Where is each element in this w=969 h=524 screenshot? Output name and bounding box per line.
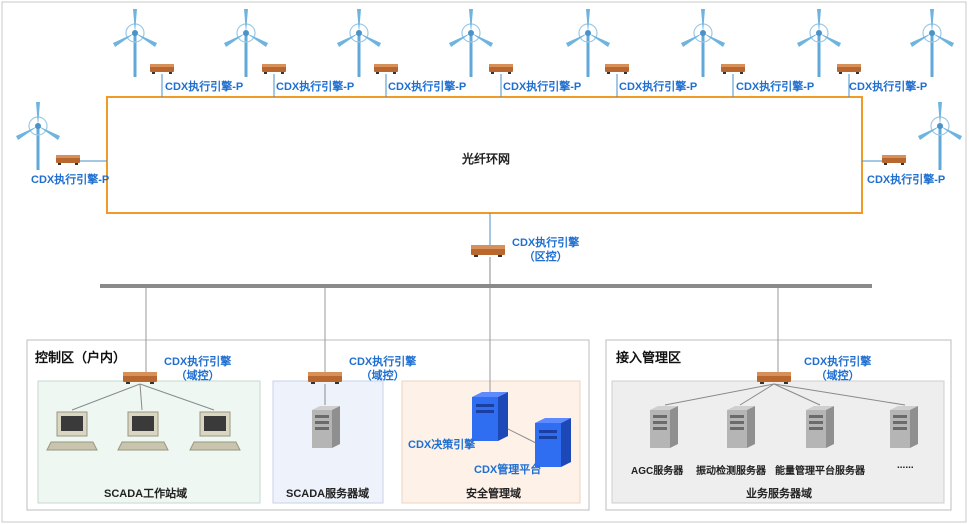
ring-title: 光纤环网 [462, 152, 511, 166]
scada-station-domain-label: SCADA工作站域 [104, 488, 188, 500]
zone-engine-line1: CDX执行引擎 [512, 237, 580, 249]
server-label-energy: 能量管理平台服务器 [775, 466, 865, 477]
server-label-agc: AGC服务器 [631, 466, 684, 477]
scada-server-domain-label: SCADA服务器域 [286, 488, 370, 500]
server-label-vibration: 振动检测服务器 [696, 466, 766, 477]
zone-engine-label: CDX执行引擎 （区控） [512, 236, 579, 264]
control-engine2-label: CDX执行引擎 （域控） [349, 355, 416, 383]
management-platform-label: CDX管理平台 [474, 464, 542, 476]
security-domain-label: 安全管理域 [466, 488, 521, 500]
access-engine-label: CDX执行引擎 （域控） [804, 355, 871, 383]
turbine-engine-label: CDX执行引擎-P [276, 81, 355, 93]
decision-engine-label: CDX决策引擎 [408, 439, 476, 451]
access-area-title: 接入管理区 [616, 350, 682, 365]
turbine-engine-label: CDX执行引擎-P [388, 81, 467, 93]
left-engine-label: CDX执行引擎-P [31, 174, 110, 186]
access-engine-line2: （域控） [815, 370, 860, 382]
turbine-engine-label: CDX执行引擎-P [736, 81, 815, 93]
control-engine1-label: CDX执行引擎 （域控） [164, 355, 231, 383]
business-domain-label: 业务服务器域 [746, 488, 812, 500]
turbine-engine-label: CDX执行引擎-P [849, 81, 928, 93]
control-engine1-line2: （域控） [175, 370, 220, 382]
zone-engine-line2: （区控） [523, 251, 568, 263]
turbine-engine-label: CDX执行引擎-P [619, 81, 698, 93]
control-area-title: 控制区（户内） [35, 350, 127, 365]
right-engine-label: CDX执行引擎-P [867, 174, 946, 186]
server-label-more: ...... [897, 460, 914, 471]
turbine-engine-label: CDX执行引擎-P [165, 81, 244, 93]
control-engine2-line2: （域控） [360, 370, 405, 382]
control-engine2-line1: CDX执行引擎 [349, 356, 417, 368]
access-engine-line1: CDX执行引擎 [804, 356, 872, 368]
turbine-engine-label: CDX执行引擎-P [503, 81, 582, 93]
control-engine1-line1: CDX执行引擎 [164, 356, 232, 368]
